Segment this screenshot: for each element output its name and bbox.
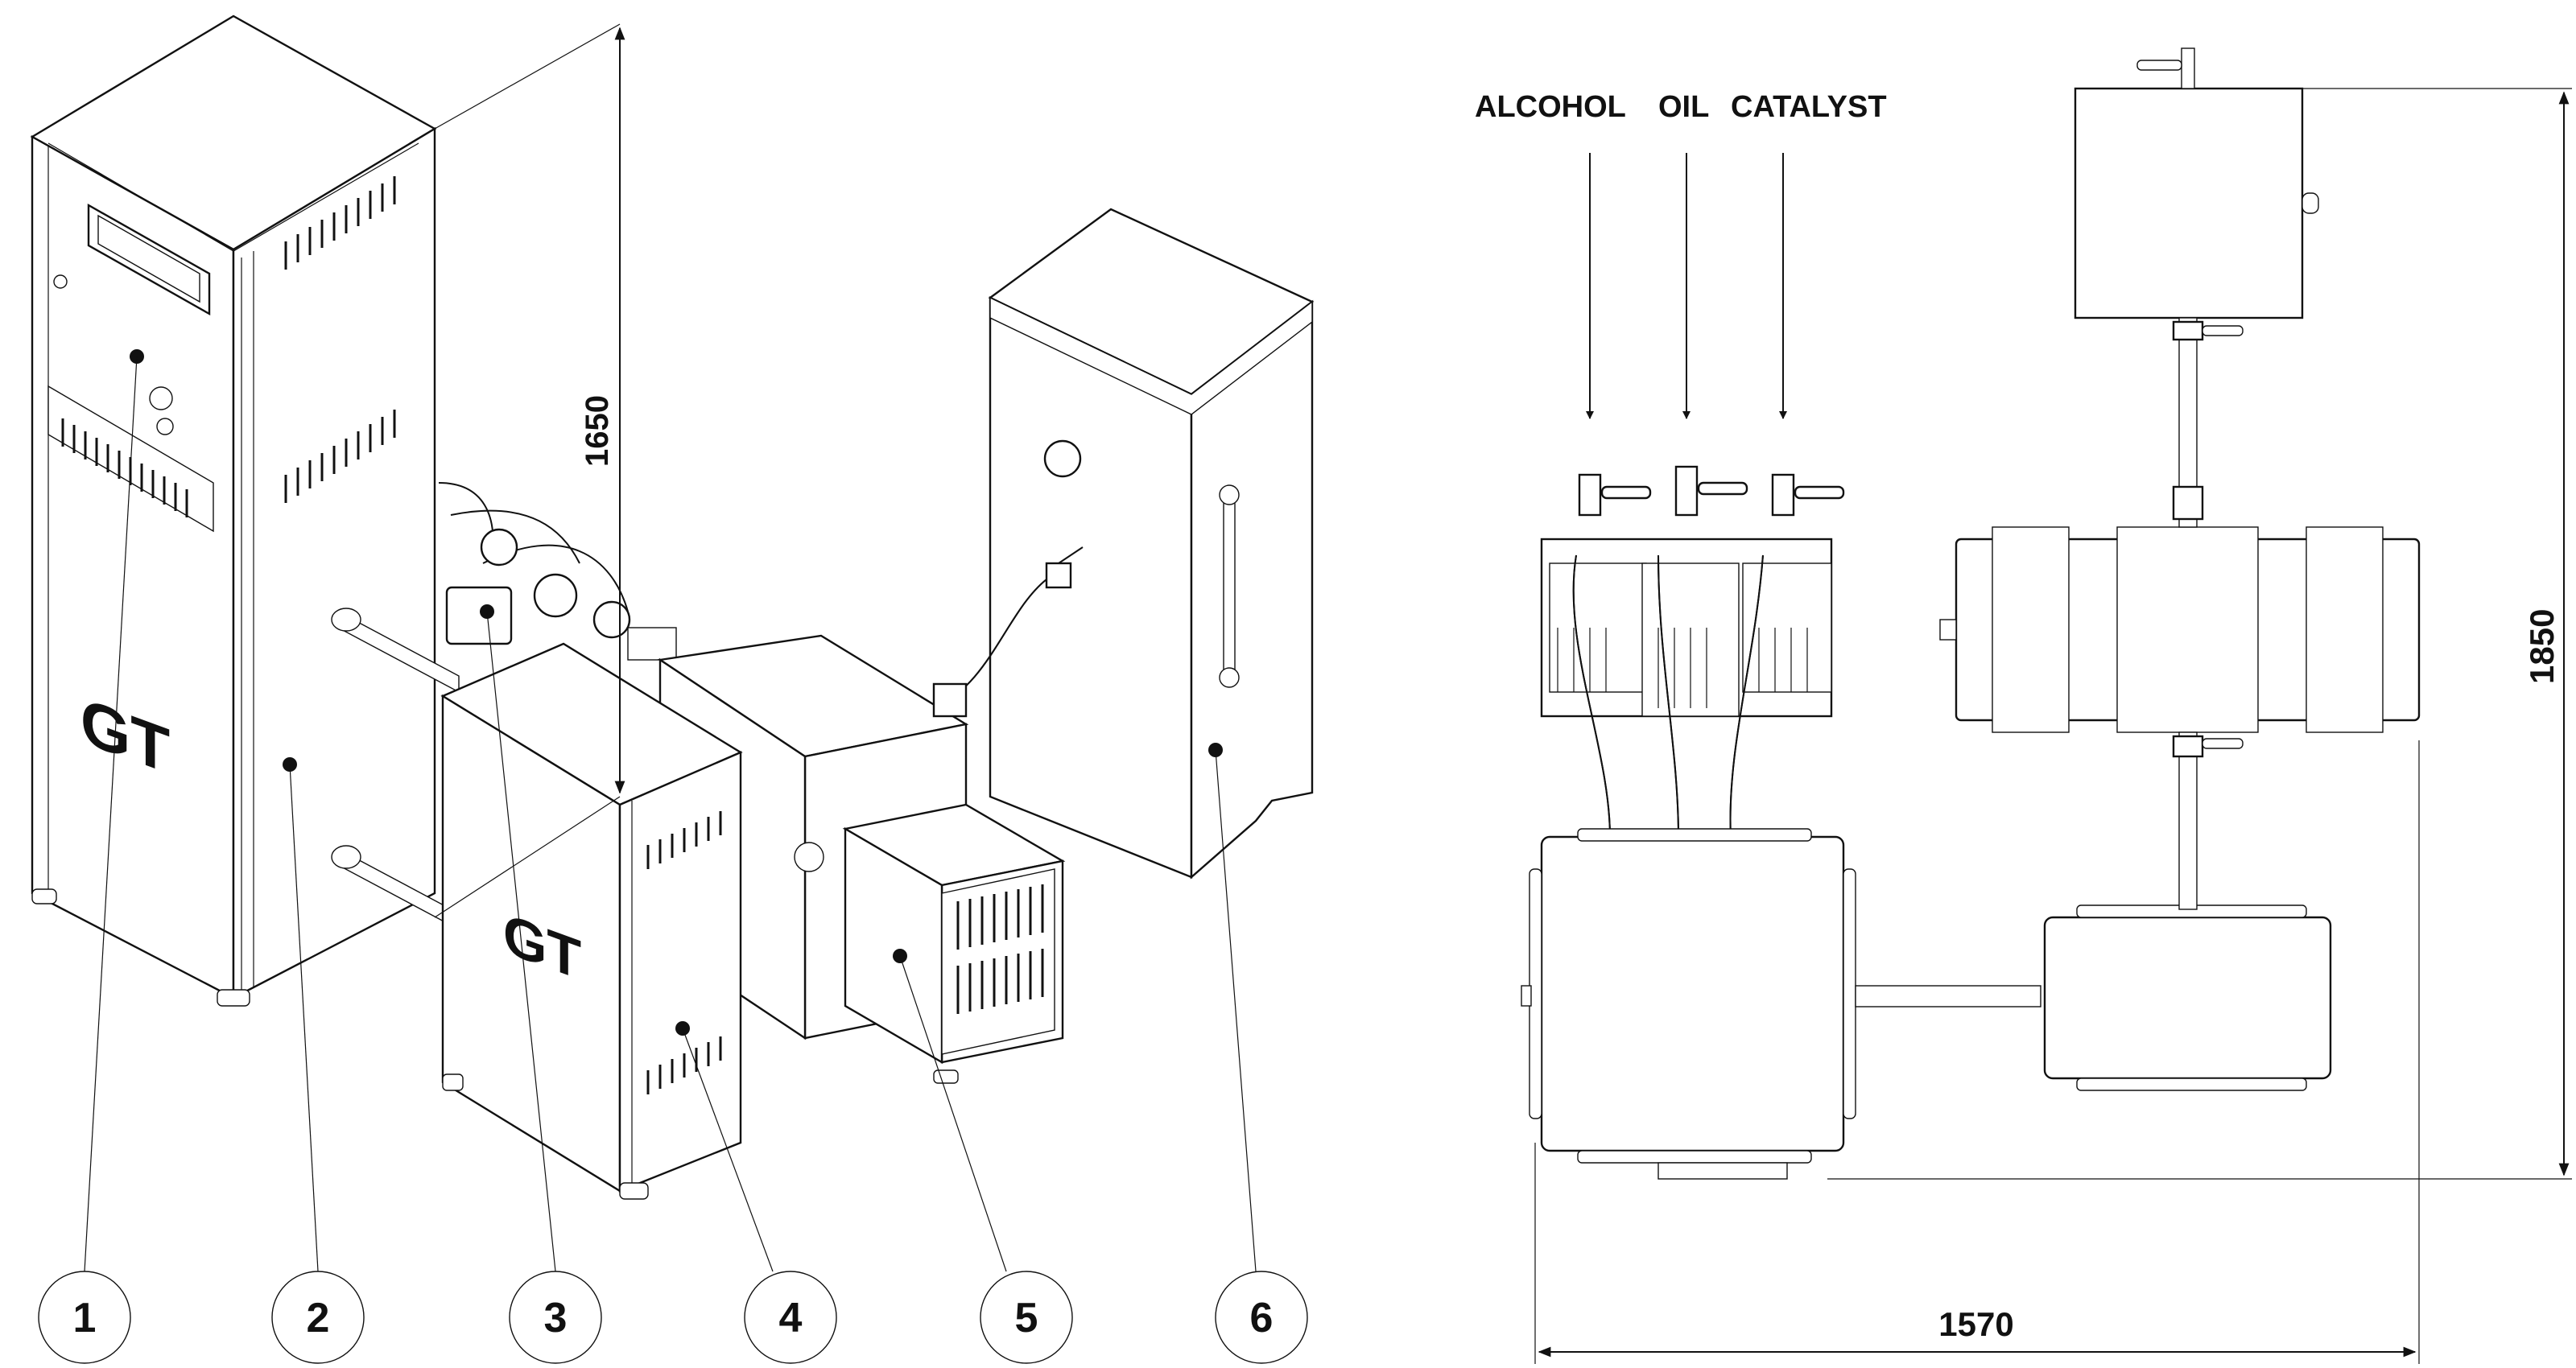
pump-assembly — [438, 482, 677, 661]
tank-port — [1043, 439, 1082, 478]
alcohol-label: ALCOHOL — [1475, 90, 1626, 124]
depth-dimension: 1850 — [1827, 88, 2572, 1180]
top-tank — [2074, 47, 2319, 319]
separator-unit — [1939, 526, 2421, 733]
svg-text:4: 4 — [779, 1295, 803, 1341]
callout-leaders — [84, 356, 1257, 1272]
level-gauge — [1219, 484, 1240, 688]
oil-label: OIL — [1658, 90, 1709, 124]
svg-text:2: 2 — [307, 1295, 330, 1341]
callout-1: 1 — [38, 1271, 131, 1364]
callout-2: 2 — [271, 1271, 365, 1364]
control-button — [156, 418, 174, 435]
connection-pipes — [331, 608, 460, 931]
reactor-vent — [956, 884, 1044, 1014]
isometric-view: GT — [30, 14, 1315, 1364]
dimension-width-label: 1570 — [1938, 1305, 2013, 1343]
svg-text:5: 5 — [1015, 1295, 1038, 1341]
svg-text:1: 1 — [73, 1295, 97, 1341]
dosing-pumps — [1540, 538, 1833, 718]
svg-text:6: 6 — [1250, 1295, 1274, 1341]
width-dimension: 1570 — [1534, 740, 2420, 1364]
control-knob — [149, 386, 173, 410]
callout-5: 5 — [980, 1271, 1073, 1364]
tank-valve — [1045, 546, 1084, 589]
dimension-depth-label: 1850 — [2523, 609, 2561, 684]
catalyst-label: CATALYST — [1731, 90, 1887, 124]
display-screen — [87, 203, 211, 316]
reactor-top — [1521, 828, 1856, 1180]
dimension-height-label: 1650 — [580, 395, 615, 467]
top-view: ALCOHOL OIL CATALYST — [1475, 47, 2572, 1364]
control-cabinet: GT — [30, 14, 437, 1007]
callout-6: 6 — [1215, 1271, 1308, 1364]
feed-valves — [1578, 465, 1845, 517]
height-dimension: 1650 — [434, 23, 625, 918]
side-vent — [284, 176, 396, 503]
cabinet-vent — [646, 811, 722, 1094]
pump-cabinet: GT — [440, 642, 743, 1200]
callout-4: 4 — [744, 1271, 837, 1364]
vertical-pipes — [2172, 317, 2244, 910]
transfer-pipe — [1855, 985, 2041, 1007]
svg-text:3: 3 — [544, 1295, 568, 1341]
callout-3: 3 — [509, 1271, 602, 1364]
feed-arrows — [1586, 153, 1787, 419]
feed-hoses — [1572, 554, 1764, 838]
storage-tank — [932, 208, 1315, 880]
settling-unit — [2043, 904, 2332, 1091]
